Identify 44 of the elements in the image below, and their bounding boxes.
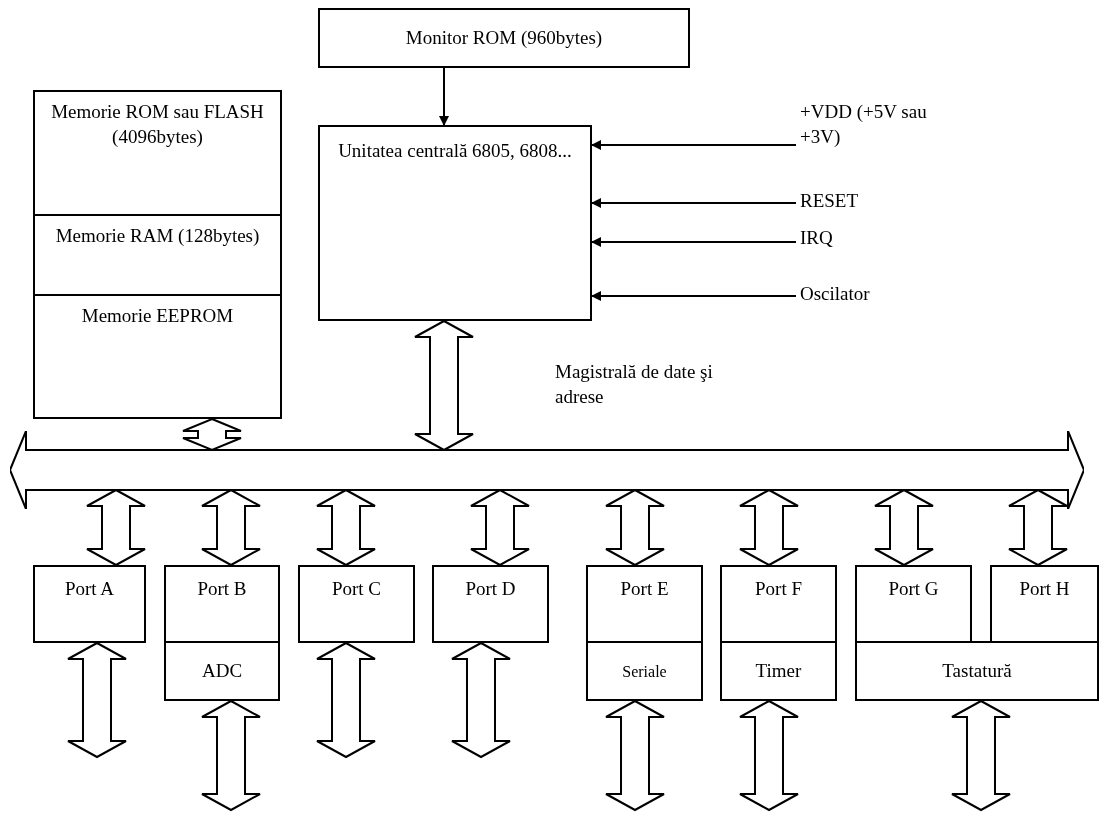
block-arrow	[182, 417, 242, 452]
block-arrow	[201, 488, 261, 567]
block-arrow	[874, 488, 934, 567]
block-box: Port B	[164, 565, 280, 643]
arrow	[439, 67, 449, 126]
block-box: Unitatea centrală 6805, 6808...	[318, 125, 592, 321]
bus-label: Magistrală de date şi adrese	[555, 360, 714, 409]
block-box: Seriale	[586, 641, 703, 701]
block-arrow	[86, 488, 146, 567]
arrow	[591, 237, 797, 247]
block-arrow	[470, 488, 530, 567]
block-arrow	[316, 641, 376, 759]
block-box: Memorie RAM (128bytes)	[33, 214, 282, 296]
block-box: Port D	[432, 565, 549, 643]
block-box: Port E	[586, 565, 703, 643]
block-arrow	[451, 641, 511, 759]
block-arrow	[605, 699, 665, 812]
signal-label: RESET	[800, 189, 910, 217]
block-arrow	[414, 319, 474, 452]
block-arrow	[316, 488, 376, 567]
block-arrow	[1008, 488, 1068, 567]
block-box: Memorie EEPROM	[33, 294, 282, 419]
block-box: Port G	[855, 565, 972, 643]
arrow	[591, 140, 797, 150]
block-arrow	[201, 699, 261, 812]
block-arrow	[605, 488, 665, 567]
signal-label: IRQ	[800, 226, 910, 254]
arrow	[591, 198, 797, 208]
signal-label: +VDD (+5V sau +3V)	[800, 100, 950, 160]
block-arrow	[67, 641, 127, 759]
signal-label: Oscilator	[800, 282, 920, 310]
block-box: Port C	[298, 565, 415, 643]
arrow	[591, 291, 797, 301]
block-box: Tastatură	[855, 641, 1099, 701]
block-box: Monitor ROM (960bytes)	[318, 8, 690, 68]
block-box: Memorie ROM sau FLASH (4096bytes)	[33, 90, 282, 216]
block-box: ADC	[164, 641, 280, 701]
block-box: Port H	[990, 565, 1099, 643]
block-box: Port F	[720, 565, 837, 643]
block-arrow	[739, 488, 799, 567]
block-box: Port A	[33, 565, 146, 643]
block-arrow	[951, 699, 1011, 812]
block-arrow	[739, 699, 799, 812]
block-box: Timer	[720, 641, 837, 701]
